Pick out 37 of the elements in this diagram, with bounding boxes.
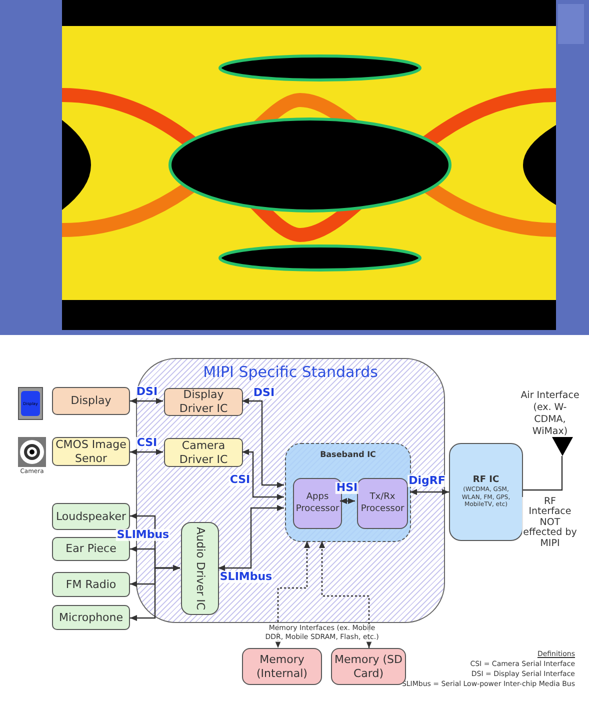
arrow [130, 565, 180, 621]
edge-label: DSI [252, 386, 276, 400]
arrow [130, 398, 163, 404]
process-box: Display Driver IC [164, 388, 243, 416]
arrow [340, 498, 355, 504]
process-box: Camera Driver IC [164, 438, 243, 467]
connector-line [523, 456, 563, 491]
edge-label: DSI [135, 386, 159, 398]
box-title: RF IC [472, 475, 500, 486]
process-box: Display [52, 387, 130, 415]
edge-label: CSI [228, 474, 252, 486]
edge-label: SLIMbus [218, 570, 274, 584]
edge-label: DigRF [408, 474, 446, 488]
antenna-icon [552, 437, 573, 456]
arrow [410, 489, 449, 495]
edge-label: SLIMbus [116, 528, 170, 542]
process-box: CMOS Image Senor [52, 437, 130, 466]
process-box: Memory (Internal) [242, 648, 322, 685]
process-box: Tx/Rx Processor [357, 478, 408, 529]
dashed-group-box [285, 443, 411, 542]
arrow [242, 398, 284, 488]
arrow [319, 541, 372, 648]
arrow [242, 449, 284, 500]
group-title: Baseband IC [319, 450, 377, 460]
group-title: MIPI Specific Standards [202, 363, 379, 382]
arrow [130, 449, 163, 455]
edge-label: HSI [335, 482, 359, 494]
process-box: Ear Piece [52, 537, 130, 561]
process-box: FM Radio [52, 572, 130, 597]
process-box: Loudspeaker [52, 503, 130, 530]
arrow [218, 505, 284, 571]
edge-label: CSI [136, 436, 158, 450]
process-box: Microphone [52, 605, 130, 630]
caption-text: Air Interface (ex. W-CDMA, WiMax) [520, 390, 580, 438]
arrow [275, 541, 310, 648]
process-box [449, 443, 523, 541]
process-box: Audio Driver IC [181, 522, 219, 615]
